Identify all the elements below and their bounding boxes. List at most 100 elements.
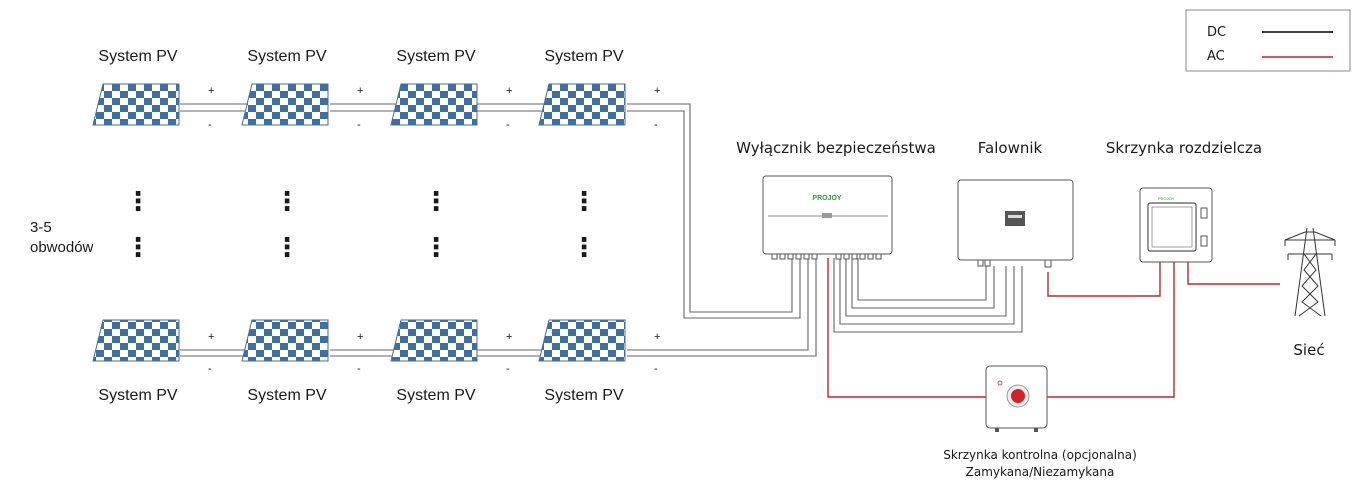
inverter-port	[984, 259, 991, 267]
dc-wiring	[180, 103, 1023, 357]
dc-wire	[857, 258, 987, 301]
distribution-box-hinge	[1200, 235, 1208, 247]
safety-switch-port	[811, 253, 818, 260]
pv-ellipsis: ⋮	[423, 232, 449, 262]
distribution-box: Skrzynka rozdzielcza PROJOY	[1106, 139, 1262, 263]
pv-ellipsis: ⋮	[571, 186, 597, 216]
safety-switch-port	[859, 253, 866, 260]
minus-sign: -	[506, 119, 510, 131]
pv-panel-label: System PV	[247, 387, 326, 404]
control-box-button	[1011, 389, 1025, 403]
ac-wire	[827, 258, 986, 398]
legend-frame	[1185, 9, 1351, 72]
tower-leg-right	[1312, 227, 1326, 317]
tower-leg-left	[1294, 227, 1308, 317]
dc-wire	[627, 258, 817, 357]
dc-wire	[627, 258, 809, 351]
pv-panel-cells	[92, 83, 180, 126]
safety-switch-port	[835, 253, 842, 260]
ac-wire	[1187, 262, 1280, 285]
plus-sign: +	[506, 331, 512, 343]
minus-sign: -	[506, 363, 510, 375]
ac-wire	[1047, 262, 1161, 297]
inverter-port	[977, 259, 984, 267]
plus-sign: +	[654, 85, 660, 97]
minus-sign: -	[208, 119, 212, 131]
plus-sign: +	[208, 85, 214, 97]
control-box-subtitle: Zamykana/Niezamykana	[966, 465, 1115, 479]
pv-ellipsis: ⋮	[423, 186, 449, 216]
pv-ellipsis: ⋮	[125, 232, 151, 262]
safety-switch-port	[843, 253, 850, 260]
minus-sign: -	[357, 119, 361, 131]
pv-panel-cells	[92, 319, 180, 362]
plus-sign: +	[506, 85, 512, 97]
plus-sign: +	[654, 331, 660, 343]
pv-ellipsis: ⋮	[125, 186, 151, 216]
pv-panel	[92, 83, 180, 126]
legend: DC AC	[1185, 9, 1351, 72]
dc-wire	[845, 258, 1007, 317]
tower-lattice	[1298, 253, 1319, 317]
inverter-display	[1005, 211, 1025, 226]
safety-switch-port	[787, 253, 794, 260]
dc-wire	[839, 258, 1015, 325]
pv-panel	[92, 319, 180, 362]
distribution-box-inner	[1151, 206, 1193, 248]
grid-tower	[1284, 227, 1336, 317]
dc-wire	[627, 110, 801, 319]
safety-switch-title: Wyłącznik bezpieczeństwa	[736, 139, 936, 157]
safety-switch-port	[779, 253, 786, 260]
pv-panel	[390, 319, 478, 362]
safety-switch-port	[851, 253, 858, 260]
tower-top	[1284, 231, 1336, 241]
pv-panel-label: System PV	[247, 48, 326, 65]
circuits-count-label: 3-5	[30, 219, 52, 236]
pv-row-bottom: System PV + - System PV + - System PV + - System …	[92, 319, 660, 404]
grid-label: Sieć	[1293, 341, 1324, 359]
plus-sign: +	[357, 331, 363, 343]
control-box-title: Skrzynka kontrolna (opcjonalna)	[943, 448, 1137, 462]
pv-panel-cells	[390, 83, 478, 126]
pv-ellipsis: ⋮	[274, 186, 300, 216]
safety-switch-port	[867, 253, 874, 260]
pv-ellipsis-group: ⋮⋮⋮⋮⋮⋮⋮⋮	[125, 186, 597, 262]
distribution-box-title: Skrzynka rozdzielcza	[1106, 139, 1262, 157]
pv-panel-label: System PV	[396, 387, 475, 404]
control-box-indicator	[997, 380, 1003, 386]
circuits-unit-label: obwodów	[30, 239, 94, 256]
pv-panel-cells	[538, 83, 626, 126]
plus-sign: +	[357, 85, 363, 97]
dc-wire	[851, 258, 995, 309]
safety-switch-brand: PROJOY	[812, 195, 842, 202]
safety-switch-port	[795, 253, 802, 260]
pv-panel-label: System PV	[396, 48, 475, 65]
legend-dc-label: DC	[1207, 25, 1226, 40]
pv-panel	[538, 319, 626, 362]
pv-panel-label: System PV	[544, 387, 623, 404]
pv-panel-cells	[538, 319, 626, 362]
minus-sign: -	[208, 363, 212, 375]
safety-switch-nameplate	[822, 213, 832, 218]
safety-switch-port	[771, 253, 778, 260]
plus-sign: +	[208, 331, 214, 343]
legend-ac-label: AC	[1207, 49, 1225, 64]
control-box: Skrzynka kontrolna (opcjonalna) Zamykana…	[943, 365, 1137, 479]
pv-panel-label: System PV	[544, 48, 623, 65]
pv-ellipsis: ⋮	[571, 232, 597, 262]
inverter-title: Falownik	[978, 139, 1043, 157]
pv-row-top: System PV+-System PV+-System PV+-System …	[92, 48, 660, 131]
pv-panel-cells	[241, 319, 329, 362]
ac-wire	[1047, 262, 1175, 398]
distribution-box-brand: PROJOY	[1158, 196, 1175, 201]
dc-wire	[833, 258, 1023, 333]
pv-panel-cells	[390, 319, 478, 362]
pv-panel-label: System PV	[98, 387, 177, 404]
pv-panel-cells	[241, 83, 329, 126]
minus-sign: -	[654, 119, 658, 131]
minus-sign: -	[654, 363, 658, 375]
tower-lattice	[1301, 253, 1322, 317]
safety-switch-port	[803, 253, 810, 260]
control-box-foot	[1034, 428, 1038, 432]
